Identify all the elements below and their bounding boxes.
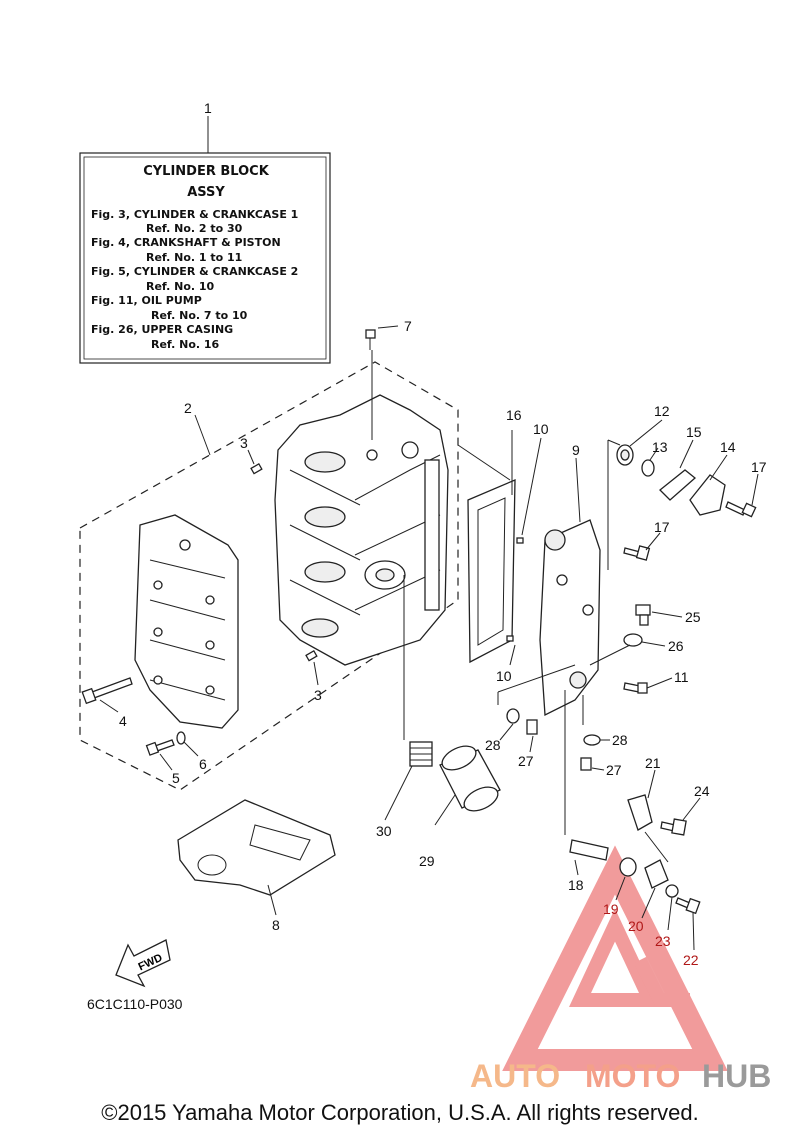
callout-18: 18 — [568, 877, 584, 893]
assy-line-8: Ref. No. 7 to 10 — [151, 309, 248, 322]
callout-19: 19 — [603, 901, 619, 917]
automotohub-logo — [502, 845, 728, 1071]
callout-27a: 27 — [518, 753, 534, 769]
callout-27b: 27 — [606, 762, 622, 778]
assy-line-10: Ref. No. 16 — [151, 338, 220, 351]
cover-9-part — [539, 519, 601, 717]
callout-30: 30 — [376, 823, 392, 839]
callout-17a: 17 — [751, 459, 767, 475]
callouts: 7 2 3 3 4 5 6 8 9 10 10 11 12 13 14 15 1… — [119, 318, 767, 968]
pin-10b-part — [506, 635, 514, 642]
assy-line-7: Fig. 11, OIL PUMP — [91, 294, 202, 307]
callout-11: 11 — [674, 669, 689, 685]
washer-6-part — [176, 731, 186, 745]
oil-filter-29-part — [439, 745, 501, 812]
bolt-7-part — [365, 329, 376, 350]
callout-13: 13 — [652, 439, 668, 455]
bracket-21-part — [627, 794, 653, 831]
callout-28b: 28 — [612, 732, 628, 748]
callout-17b: 17 — [654, 519, 670, 535]
o-ring-26-part — [623, 633, 643, 647]
callout-8: 8 — [272, 917, 280, 933]
callout-10a: 10 — [533, 421, 549, 437]
assembly-outline — [79, 361, 459, 791]
bolt-5-part — [145, 739, 175, 756]
callout-10b: 10 — [496, 668, 512, 684]
watermark-auto: AUTO — [470, 1058, 560, 1094]
gasket-8-part — [177, 799, 336, 896]
assy-line-3: Fig. 4, CRANKSHAFT & PISTON — [91, 236, 281, 249]
callout-25: 25 — [685, 609, 701, 625]
callout-23: 23 — [655, 933, 671, 949]
watermark-hub: HUB — [702, 1058, 771, 1094]
callout-1: 1 — [204, 100, 212, 116]
callout-7: 7 — [404, 318, 412, 334]
bolt-22-part — [675, 897, 701, 915]
assy-line-6: Ref. No. 10 — [146, 280, 215, 293]
assy-line-5: Fig. 5, CYLINDER & CRANKCASE 2 — [91, 265, 298, 278]
washer-28-part — [506, 708, 520, 724]
washer-28b-part — [583, 734, 601, 746]
assy-title-2: ASSY — [187, 185, 225, 200]
copyright-notice: ©2015 Yamaha Motor Corporation, U.S.A. A… — [101, 1100, 699, 1125]
assy-line-4: Ref. No. 1 to 11 — [146, 251, 242, 264]
anode-18-part — [569, 839, 609, 861]
cylinder-block-part — [274, 394, 449, 666]
gasket-15-part — [659, 469, 697, 501]
pin-10-part — [516, 537, 524, 544]
thermostat-cover-14-part — [689, 474, 726, 516]
callout-5: 5 — [172, 770, 180, 786]
callout-15: 15 — [686, 424, 702, 440]
bolt-27-part — [526, 719, 538, 735]
washer-13-part — [641, 459, 655, 477]
callout-16: 16 — [506, 407, 522, 423]
fwd-arrow-icon: FWD — [115, 939, 171, 988]
callout-12: 12 — [654, 403, 670, 419]
dowel-pin-part — [305, 650, 318, 662]
bolt-17-part — [725, 501, 757, 518]
watermark: AUTO MOTO HUB — [470, 1058, 771, 1094]
callout-20: 20 — [628, 918, 644, 934]
callout-22: 22 — [683, 952, 699, 968]
leader-lines — [99, 325, 759, 951]
bolt-17b-part — [623, 545, 651, 561]
crankcase-part — [134, 514, 239, 729]
plug-25-part — [635, 604, 651, 626]
assy-line-2: Ref. No. 2 to 30 — [146, 222, 243, 235]
callout-29: 29 — [419, 853, 435, 869]
callout-3a: 3 — [240, 435, 248, 451]
callout-28a: 28 — [485, 737, 501, 753]
bolt-4-part — [81, 677, 133, 705]
callout-14: 14 — [720, 439, 736, 455]
callout-2: 2 — [184, 400, 192, 416]
grommet-19-part — [619, 857, 637, 877]
bolt-24-part — [660, 818, 687, 836]
callout-26: 26 — [668, 638, 684, 654]
cover-20-part — [644, 859, 669, 889]
assy-box: 1 CYLINDER BLOCK ASSY Fig. 3, CYLINDER &… — [79, 100, 331, 364]
callout-21: 21 — [645, 755, 661, 771]
callout-3b: 3 — [314, 687, 322, 703]
plug-12-part — [616, 444, 634, 466]
assy-line-9: Fig. 26, UPPER CASING — [91, 323, 233, 336]
dowel-pin-part — [250, 463, 263, 475]
callout-6: 6 — [199, 756, 207, 772]
diagram-code: 6C1C110-P030 — [87, 996, 183, 1012]
assy-line-1: Fig. 3, CYLINDER & CRANKCASE 1 — [91, 208, 298, 221]
assy-title-1: CYLINDER BLOCK — [143, 164, 269, 179]
callout-24: 24 — [694, 783, 710, 799]
callout-9: 9 — [572, 442, 580, 458]
watermark-moto: MOTO — [585, 1058, 680, 1094]
gasket-16-part — [467, 479, 516, 664]
callout-4: 4 — [119, 713, 127, 729]
fitting-30-part — [409, 741, 433, 767]
fitting-11-part — [623, 682, 648, 694]
washer-23-part — [665, 884, 679, 898]
bolt-27b-part — [580, 757, 592, 771]
